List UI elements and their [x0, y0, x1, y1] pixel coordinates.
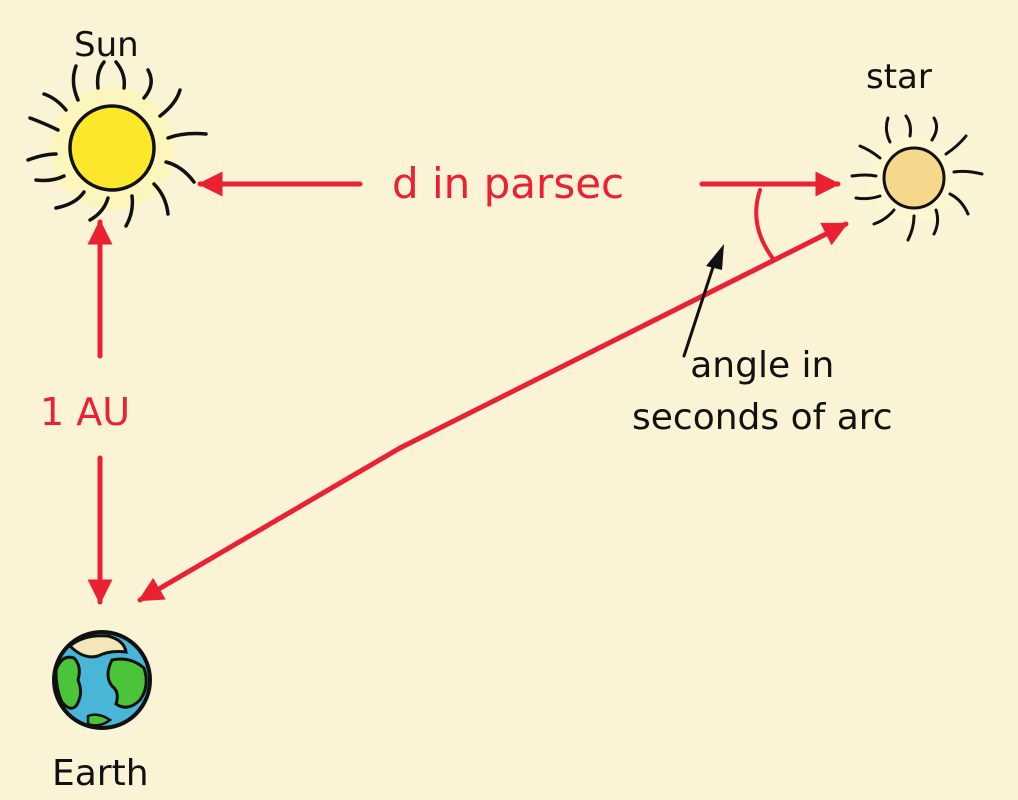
- earth-star-arrow-down: [137, 445, 403, 603]
- angle-arc: [754, 188, 776, 262]
- sun-icon: [26, 60, 208, 228]
- star-icon: [850, 114, 984, 242]
- arrows: [87, 171, 849, 605]
- angle-pointer-arrow: [682, 244, 724, 358]
- baseline-label: 1 AU: [40, 390, 131, 434]
- distance-label: d in parsec: [392, 159, 625, 208]
- earth-label: Earth: [52, 753, 149, 794]
- angle-label-line1: angle in: [690, 345, 835, 386]
- angle-label: angle in seconds of arc: [632, 340, 893, 444]
- star-label: star: [866, 57, 932, 97]
- sun-label: Sun: [74, 25, 139, 65]
- angle-label-line2: seconds of arc: [632, 397, 893, 439]
- earth-icon: [52, 630, 152, 730]
- earth-star-arrow-up: [397, 221, 849, 451]
